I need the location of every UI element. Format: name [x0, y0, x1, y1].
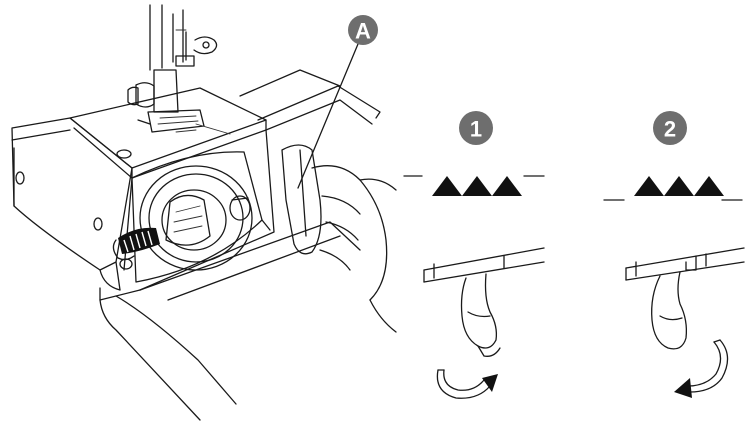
step-2-badge: 2 [653, 111, 687, 145]
step-1-label: 1 [470, 117, 482, 142]
callout-a-label: A [355, 19, 371, 44]
step-2-panel: 2 [604, 111, 744, 398]
step-1-feed-dogs-raised [404, 176, 544, 196]
machine-housing [12, 118, 132, 290]
step-1-badge: 1 [459, 111, 493, 145]
step-2-lever [626, 248, 744, 349]
step-2-arrow-icon [674, 340, 728, 398]
presser-foot [128, 70, 204, 132]
hand [282, 145, 396, 332]
needle-plate [70, 88, 266, 178]
step-1-lever [424, 248, 544, 356]
step-2-label: 2 [664, 117, 676, 142]
needle-bar [150, 5, 217, 70]
callout-leader-line [298, 44, 358, 188]
step-1-panel: 1 [404, 111, 544, 398]
step-2-feed-dogs-lowered [604, 176, 742, 200]
step-1-arrow-icon [437, 370, 498, 398]
sewing-machine-illustration [12, 5, 396, 420]
callout-a-badge: A [348, 15, 378, 45]
